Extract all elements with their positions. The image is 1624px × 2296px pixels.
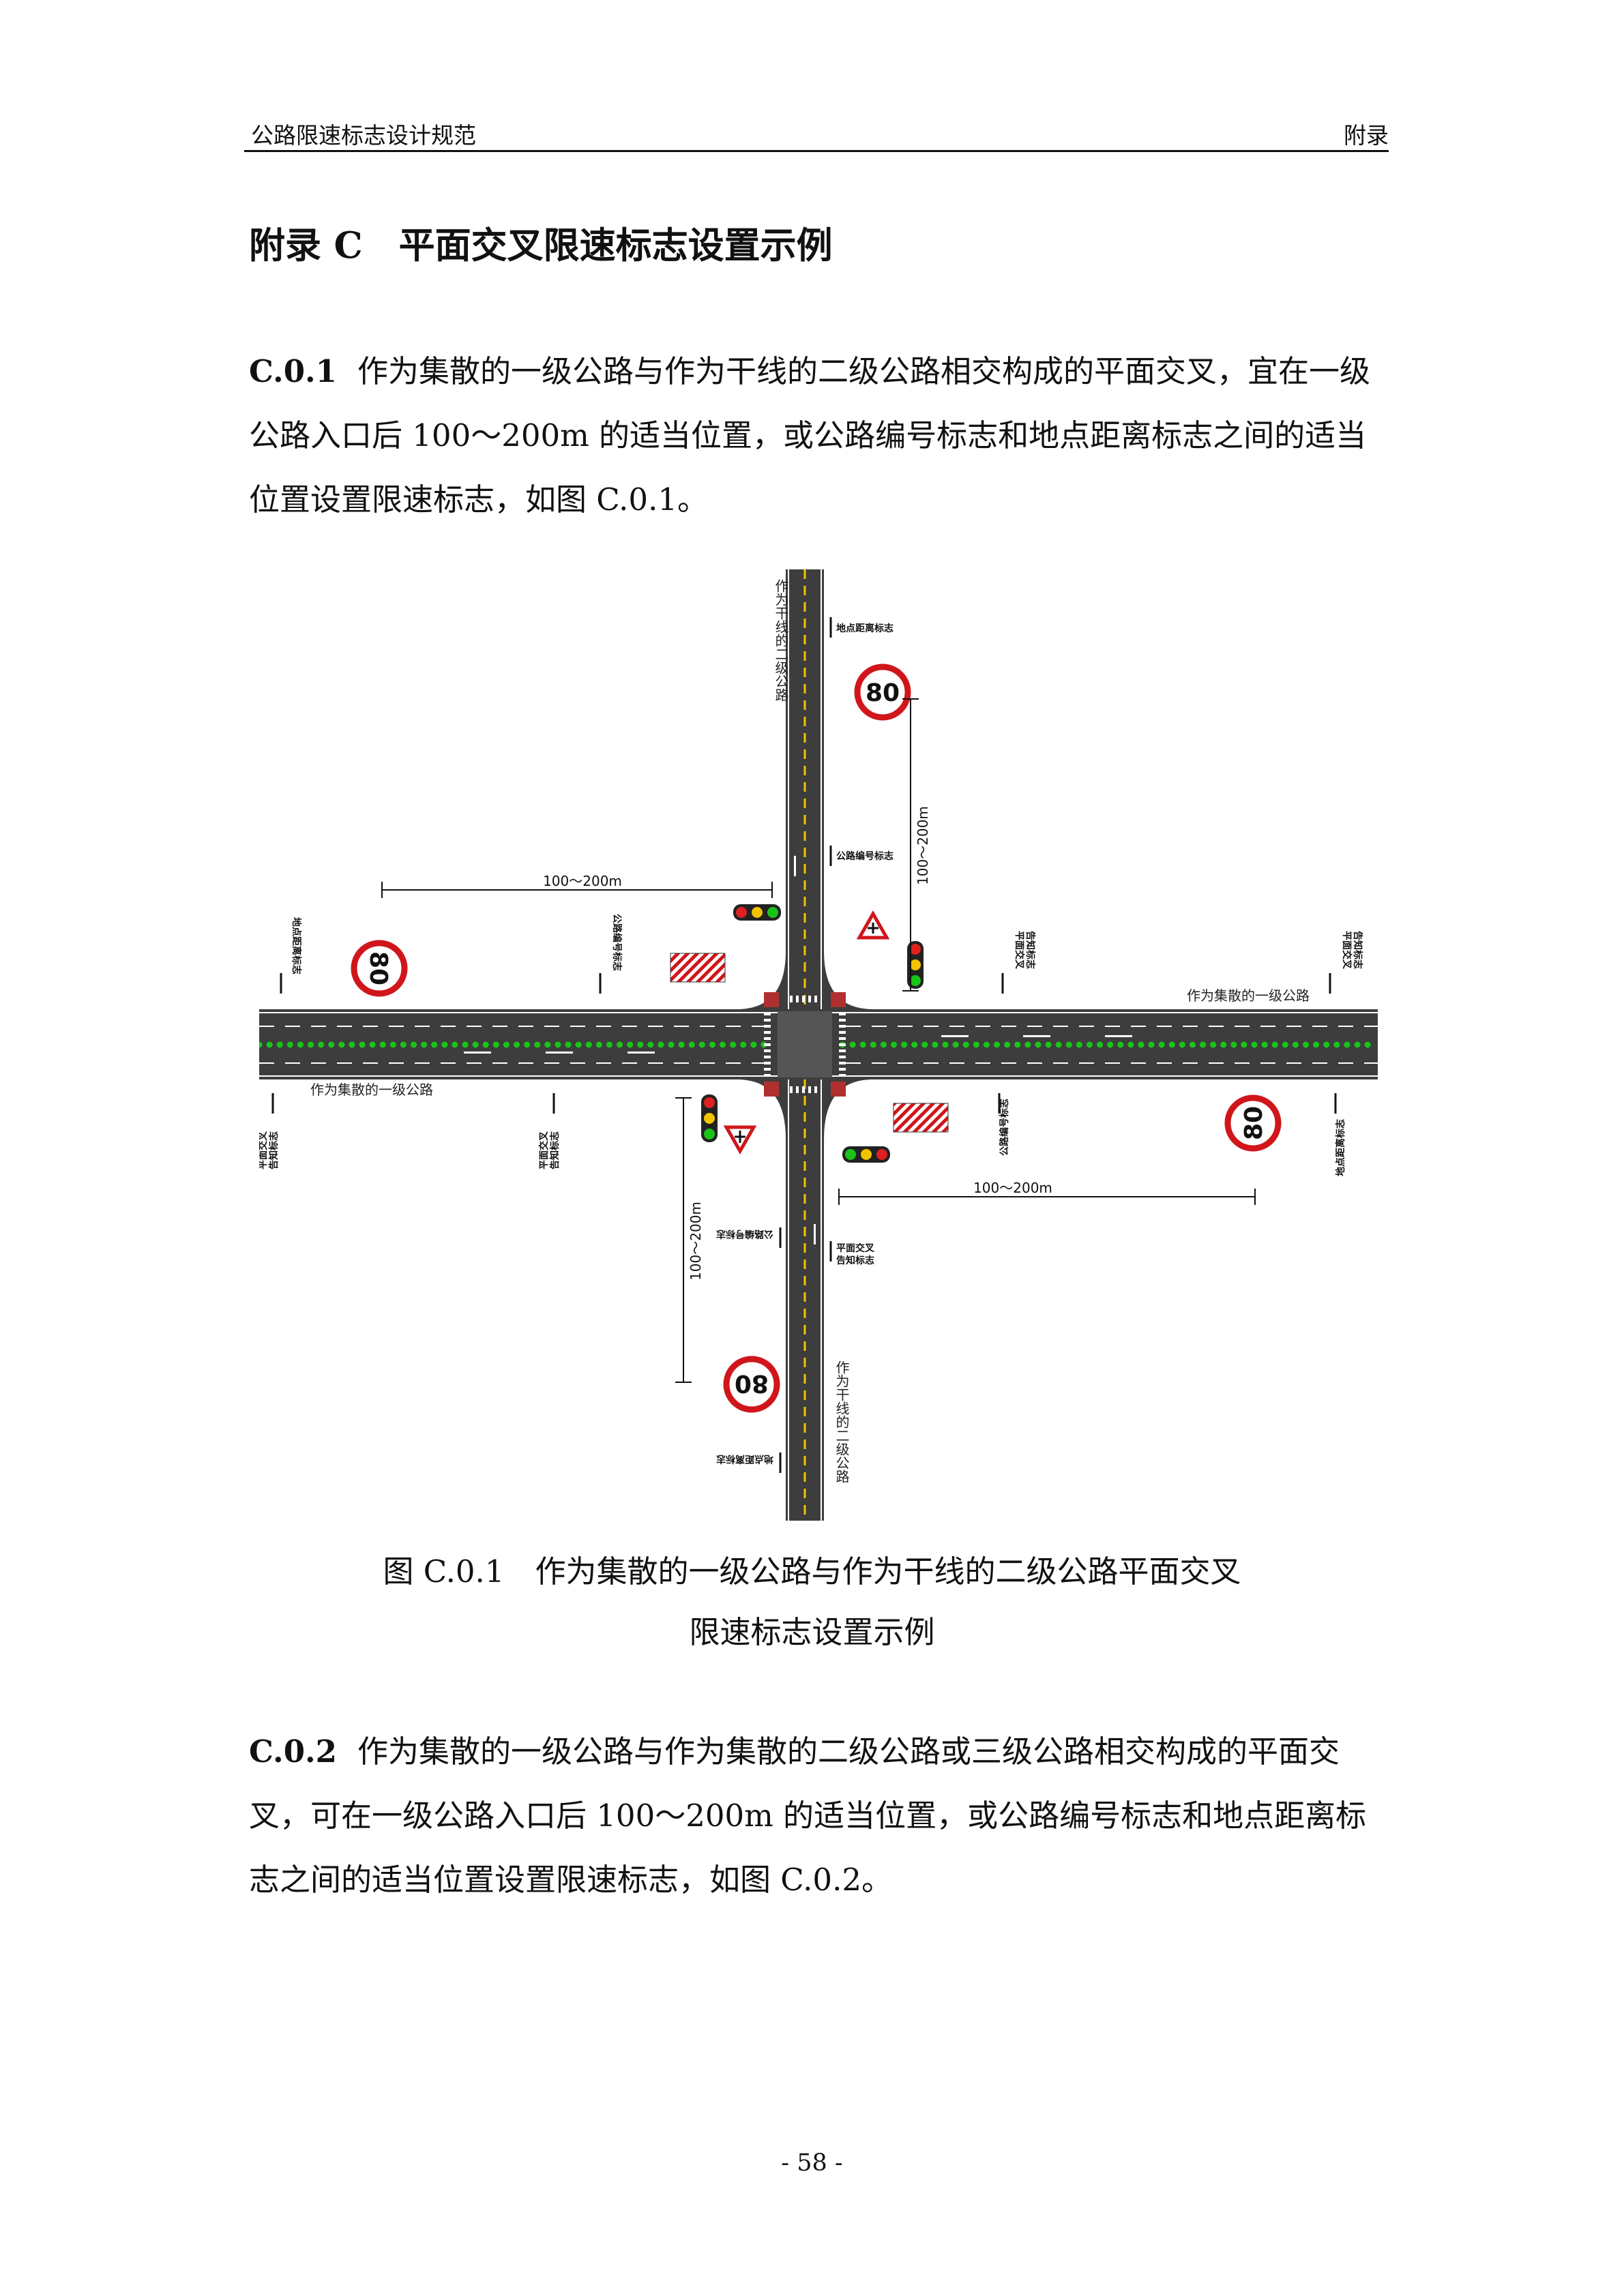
trunk-road-label-north: 作为干线的二级公路 [773, 579, 789, 702]
clause-text: 作为集散的一级公路与作为干线的二级公路相交构成的平面交叉，宜在一级公路入口后 1… [249, 353, 1370, 518]
speed-limit-sign-north: 80 [854, 664, 911, 721]
svg-text:80: 80 [1240, 1106, 1268, 1140]
crossing-sign-label: 告知标志 [549, 1131, 561, 1169]
clause-number: C.0.2 [249, 1733, 337, 1770]
route-sign-label: 公路编号标志 [836, 850, 894, 862]
traffic-light-icon [907, 941, 924, 989]
svg-text:80: 80 [364, 951, 392, 985]
warning-board [893, 1103, 949, 1133]
route-sign-label: 公路编号标志 [611, 914, 623, 971]
collector-road-label-east: 作为集散的一级公路 [1187, 987, 1310, 1004]
page-title: 附录 C 平面交叉限速标志设置示例 [249, 224, 833, 267]
collector-road-label-west: 作为集散的一级公路 [310, 1082, 433, 1098]
speed-limit-sign-south: 80 [723, 1356, 780, 1413]
running-header-title: 公路限速标志设计规范 [251, 122, 476, 149]
crossing-sign-label: 告知标志 [268, 1131, 280, 1169]
speed-limit-sign-west: 80 [351, 940, 408, 997]
intersection-figure: 80 80 80 80 100～200m 100～200m 100～200m 1… [259, 569, 1378, 1521]
location-sign-label: 地点距离标志 [716, 1453, 773, 1465]
header-rule [244, 150, 1389, 152]
crossing-warning-sign [723, 1125, 757, 1155]
traffic-light-icon [733, 904, 781, 921]
traffic-light-icon [842, 1146, 890, 1163]
crossing-sign-label: 告知标志 [1024, 931, 1036, 969]
crossing-sign-label: 平面交叉 [1014, 931, 1025, 970]
crossing-sign-label: 平面交叉 [259, 1131, 269, 1169]
warning-board [670, 953, 726, 983]
clause-text: 作为集散的一级公路与作为集散的二级公路或三级公路相交构成的平面交叉，可在一级公路… [249, 1733, 1367, 1898]
distance-label: 100～200m [688, 1202, 704, 1281]
distance-label: 100～200m [973, 1180, 1052, 1196]
svg-text:80: 80 [735, 1369, 769, 1397]
running-header-section: 附录 [1344, 122, 1389, 149]
distance-label: 100～200m [915, 806, 931, 885]
location-sign-label: 地点距离标志 [1335, 1119, 1346, 1176]
route-sign-label: 公路编号标志 [999, 1099, 1010, 1156]
svg-text:80: 80 [866, 679, 900, 707]
location-sign-label: 地点距离标志 [291, 917, 302, 974]
location-sign-label: 地点距离标志 [836, 623, 894, 634]
clause-number: C.0.1 [249, 353, 337, 389]
crossing-sign-label: 平面交叉 [836, 1242, 875, 1254]
route-sign-label: 公路编号标志 [716, 1228, 773, 1240]
crossing-sign-label: 平面交叉 [538, 1131, 550, 1169]
distance-label: 100～200m [543, 873, 622, 889]
traffic-light-icon [701, 1094, 718, 1142]
crossing-sign-label: 告知标志 [1352, 931, 1363, 969]
figure-caption-continued: 限速标志设置示例 [689, 1614, 935, 1650]
speed-limit-sign-east: 80 [1224, 1094, 1282, 1152]
figure-caption: 图 C.0.1 作为集散的一级公路与作为干线的二级公路平面交叉 [383, 1553, 1241, 1590]
page-number: - 58 - [781, 2149, 843, 2177]
crossing-sign-label: 平面交叉 [1341, 931, 1353, 970]
crossing-sign-label: 告知标志 [836, 1255, 874, 1266]
crossing-warning-sign [856, 910, 890, 940]
trunk-road-label-south: 作为干线的二级公路 [833, 1360, 850, 1483]
